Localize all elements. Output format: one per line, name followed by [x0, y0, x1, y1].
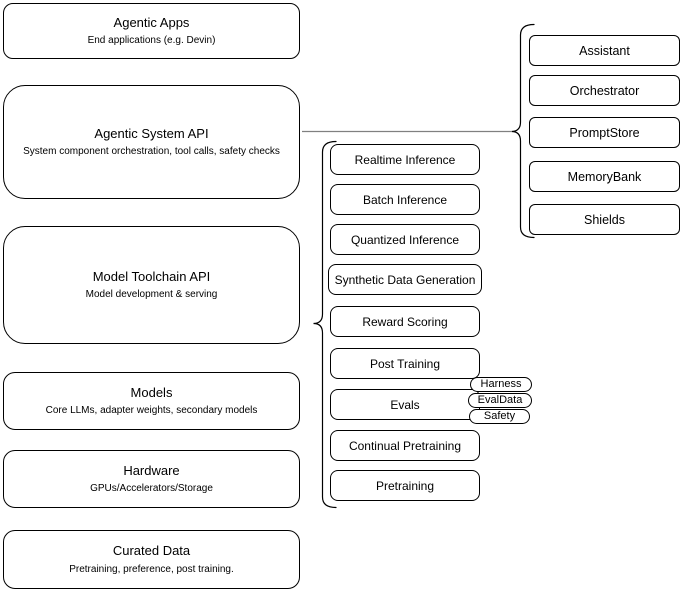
- toolchain-node-realtime-inference: Realtime Inference: [330, 144, 480, 175]
- node-title: Agentic Apps: [113, 14, 190, 30]
- node-subtitle: Core LLMs, adapter weights, secondary mo…: [45, 405, 258, 417]
- node-title: Hardware: [123, 462, 180, 478]
- toolchain-node-post-training: Post Training: [330, 348, 480, 379]
- component-node-promptstore: PromptStore: [529, 117, 680, 148]
- node-title: Curated Data: [112, 543, 191, 559]
- node-agentic-apps: Agentic Apps End applications (e.g. Devi…: [3, 3, 300, 59]
- node-subtitle: End applications (e.g. Devin): [87, 35, 216, 47]
- toolchain-node-pretraining: Pretraining: [330, 470, 480, 501]
- toolchain-node-reward-scoring: Reward Scoring: [330, 306, 480, 337]
- node-curated-data: Curated Data Pretraining, preference, po…: [3, 530, 300, 589]
- toolchain-node-continual-pretraining: Continual Pretraining: [330, 430, 480, 461]
- node-subtitle: Model development & serving: [85, 289, 218, 301]
- component-node-memorybank: MemoryBank: [529, 161, 680, 192]
- node-title: Model Toolchain API: [92, 268, 211, 284]
- toolchain-node-evals: Evals: [330, 389, 480, 420]
- toolchain-node-batch-inference: Batch Inference: [330, 184, 480, 215]
- node-title: Agentic System API: [94, 125, 209, 141]
- component-node-shields: Shields: [529, 204, 680, 235]
- eval-tag-harness: Harness: [470, 377, 532, 392]
- toolchain-node-synthetic-data-generation: Synthetic Data Generation: [328, 264, 482, 295]
- node-models: Models Core LLMs, adapter weights, secon…: [3, 372, 300, 430]
- node-subtitle: Pretraining, preference, post training.: [69, 563, 234, 575]
- node-model-toolchain-api: Model Toolchain API Model development & …: [3, 226, 300, 344]
- toolchain-node-quantized-inference: Quantized Inference: [330, 224, 480, 255]
- eval-tag-evaldata: EvalData: [468, 393, 532, 408]
- eval-tag-safety: Safety: [469, 409, 530, 424]
- node-title: Models: [130, 384, 173, 400]
- node-hardware: Hardware GPUs/Accelerators/Storage: [3, 450, 300, 508]
- node-subtitle: System component orchestration, tool cal…: [23, 146, 280, 158]
- node-agentic-system-api: Agentic System API System component orch…: [3, 85, 300, 199]
- component-node-assistant: Assistant: [529, 35, 680, 66]
- component-node-orchestrator: Orchestrator: [529, 75, 680, 106]
- node-subtitle: GPUs/Accelerators/Storage: [90, 483, 213, 495]
